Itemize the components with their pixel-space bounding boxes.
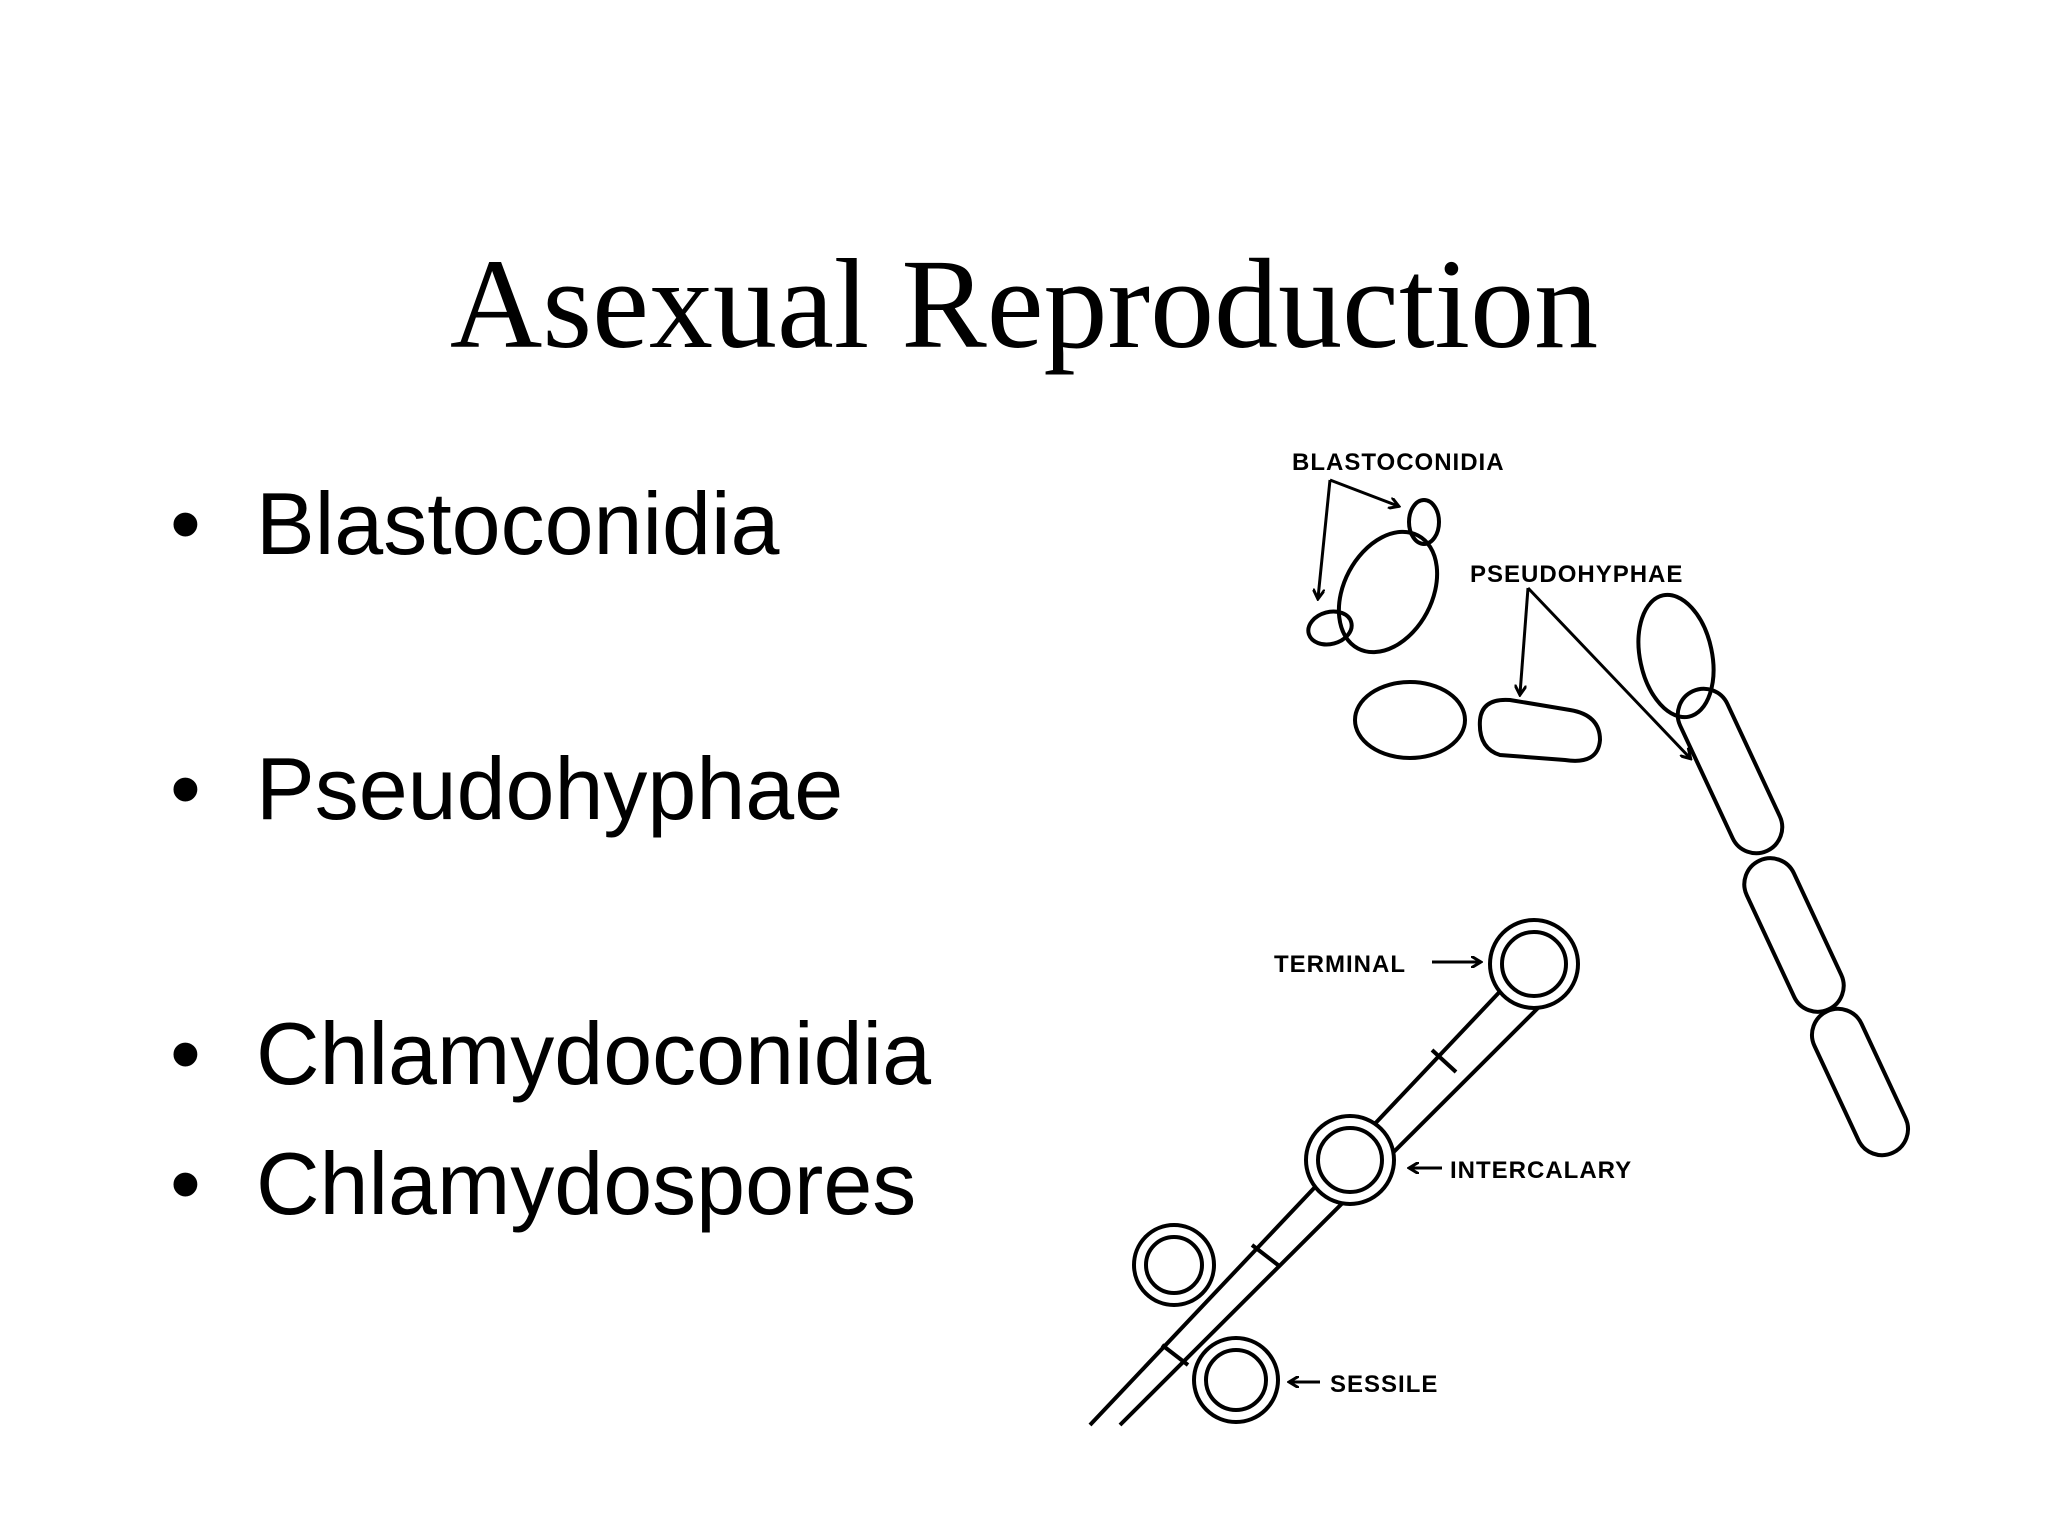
arrow-pseudohyphae-to-middle [1520, 587, 1530, 694]
arrow-blastoconidia-to-small [1318, 479, 1332, 598]
bullet-item-pseudohyphae: •Pseudohyphae [170, 745, 843, 833]
pseudohypha-chain-cell-3 [1742, 856, 1846, 1014]
label-terminal: TERMINAL [1274, 951, 1406, 978]
pseudohypha-elongated-cell [1477, 697, 1603, 763]
hypha-septum-2 [1250, 1243, 1280, 1267]
blastoconidium-small-left [1306, 609, 1354, 647]
bullet-label: Chlamydospores [256, 1134, 917, 1233]
bullet-label: Pseudohyphae [256, 739, 844, 838]
bullet-item-chlamydospores: •Chlamydospores [170, 1140, 916, 1228]
hypha-wall-lower [1118, 1004, 1542, 1427]
blastoconidium-small-top [1407, 498, 1441, 546]
bullet-icon: • [170, 1134, 201, 1233]
hypha-septum-1 [1430, 1048, 1458, 1074]
fungal-morphology-diagram: BLASTOCONIDIA PSEUDOHYPHAE TERMINAL INTE… [1080, 420, 1948, 1440]
pseudohypha-chain-cell-1 [1636, 592, 1716, 720]
pseudohypha-chain-cell-4 [1810, 1006, 1910, 1158]
label-intercalary: INTERCALARY [1450, 1157, 1632, 1184]
diagram-svg: BLASTOCONIDIA PSEUDOHYPHAE TERMINAL INTE… [1088, 449, 1910, 1427]
hypha-septum-3 [1160, 1343, 1190, 1367]
bullet-label: Chlamydoconidia [256, 1004, 932, 1103]
hypha-wall-upper [1088, 981, 1510, 1427]
pseudohypha-round-cell [1353, 680, 1467, 760]
bullet-icon: • [170, 739, 201, 838]
label-sessile: SESSILE [1330, 1371, 1438, 1398]
bullet-item-chlamydoconidia: •Chlamydoconidia [170, 1010, 931, 1098]
chlamydospore-lateral-inner [1144, 1235, 1204, 1295]
chlamydospore-terminal-inner [1500, 930, 1568, 998]
bullet-icon: • [170, 1004, 201, 1103]
label-blastoconidia: BLASTOCONIDIA [1292, 449, 1505, 476]
chlamydospore-sessile-inner [1204, 1348, 1268, 1412]
slide-title: Asexual Reproduction [449, 233, 1599, 375]
pseudohypha-chain-cell-2 [1675, 686, 1785, 856]
blastoconidium-mother-cell [1336, 529, 1440, 655]
bullet-icon: • [170, 474, 201, 573]
chlamydospore-intercalary-inner [1316, 1126, 1384, 1194]
label-pseudohyphae: PSEUDOHYPHAE [1470, 561, 1683, 588]
arrow-blastoconidia-to-bud [1329, 478, 1398, 506]
bullet-item-blastoconidia: •Blastoconidia [170, 480, 779, 568]
bullet-label: Blastoconidia [256, 474, 780, 573]
arrow-pseudohyphae-to-chain [1526, 586, 1690, 758]
